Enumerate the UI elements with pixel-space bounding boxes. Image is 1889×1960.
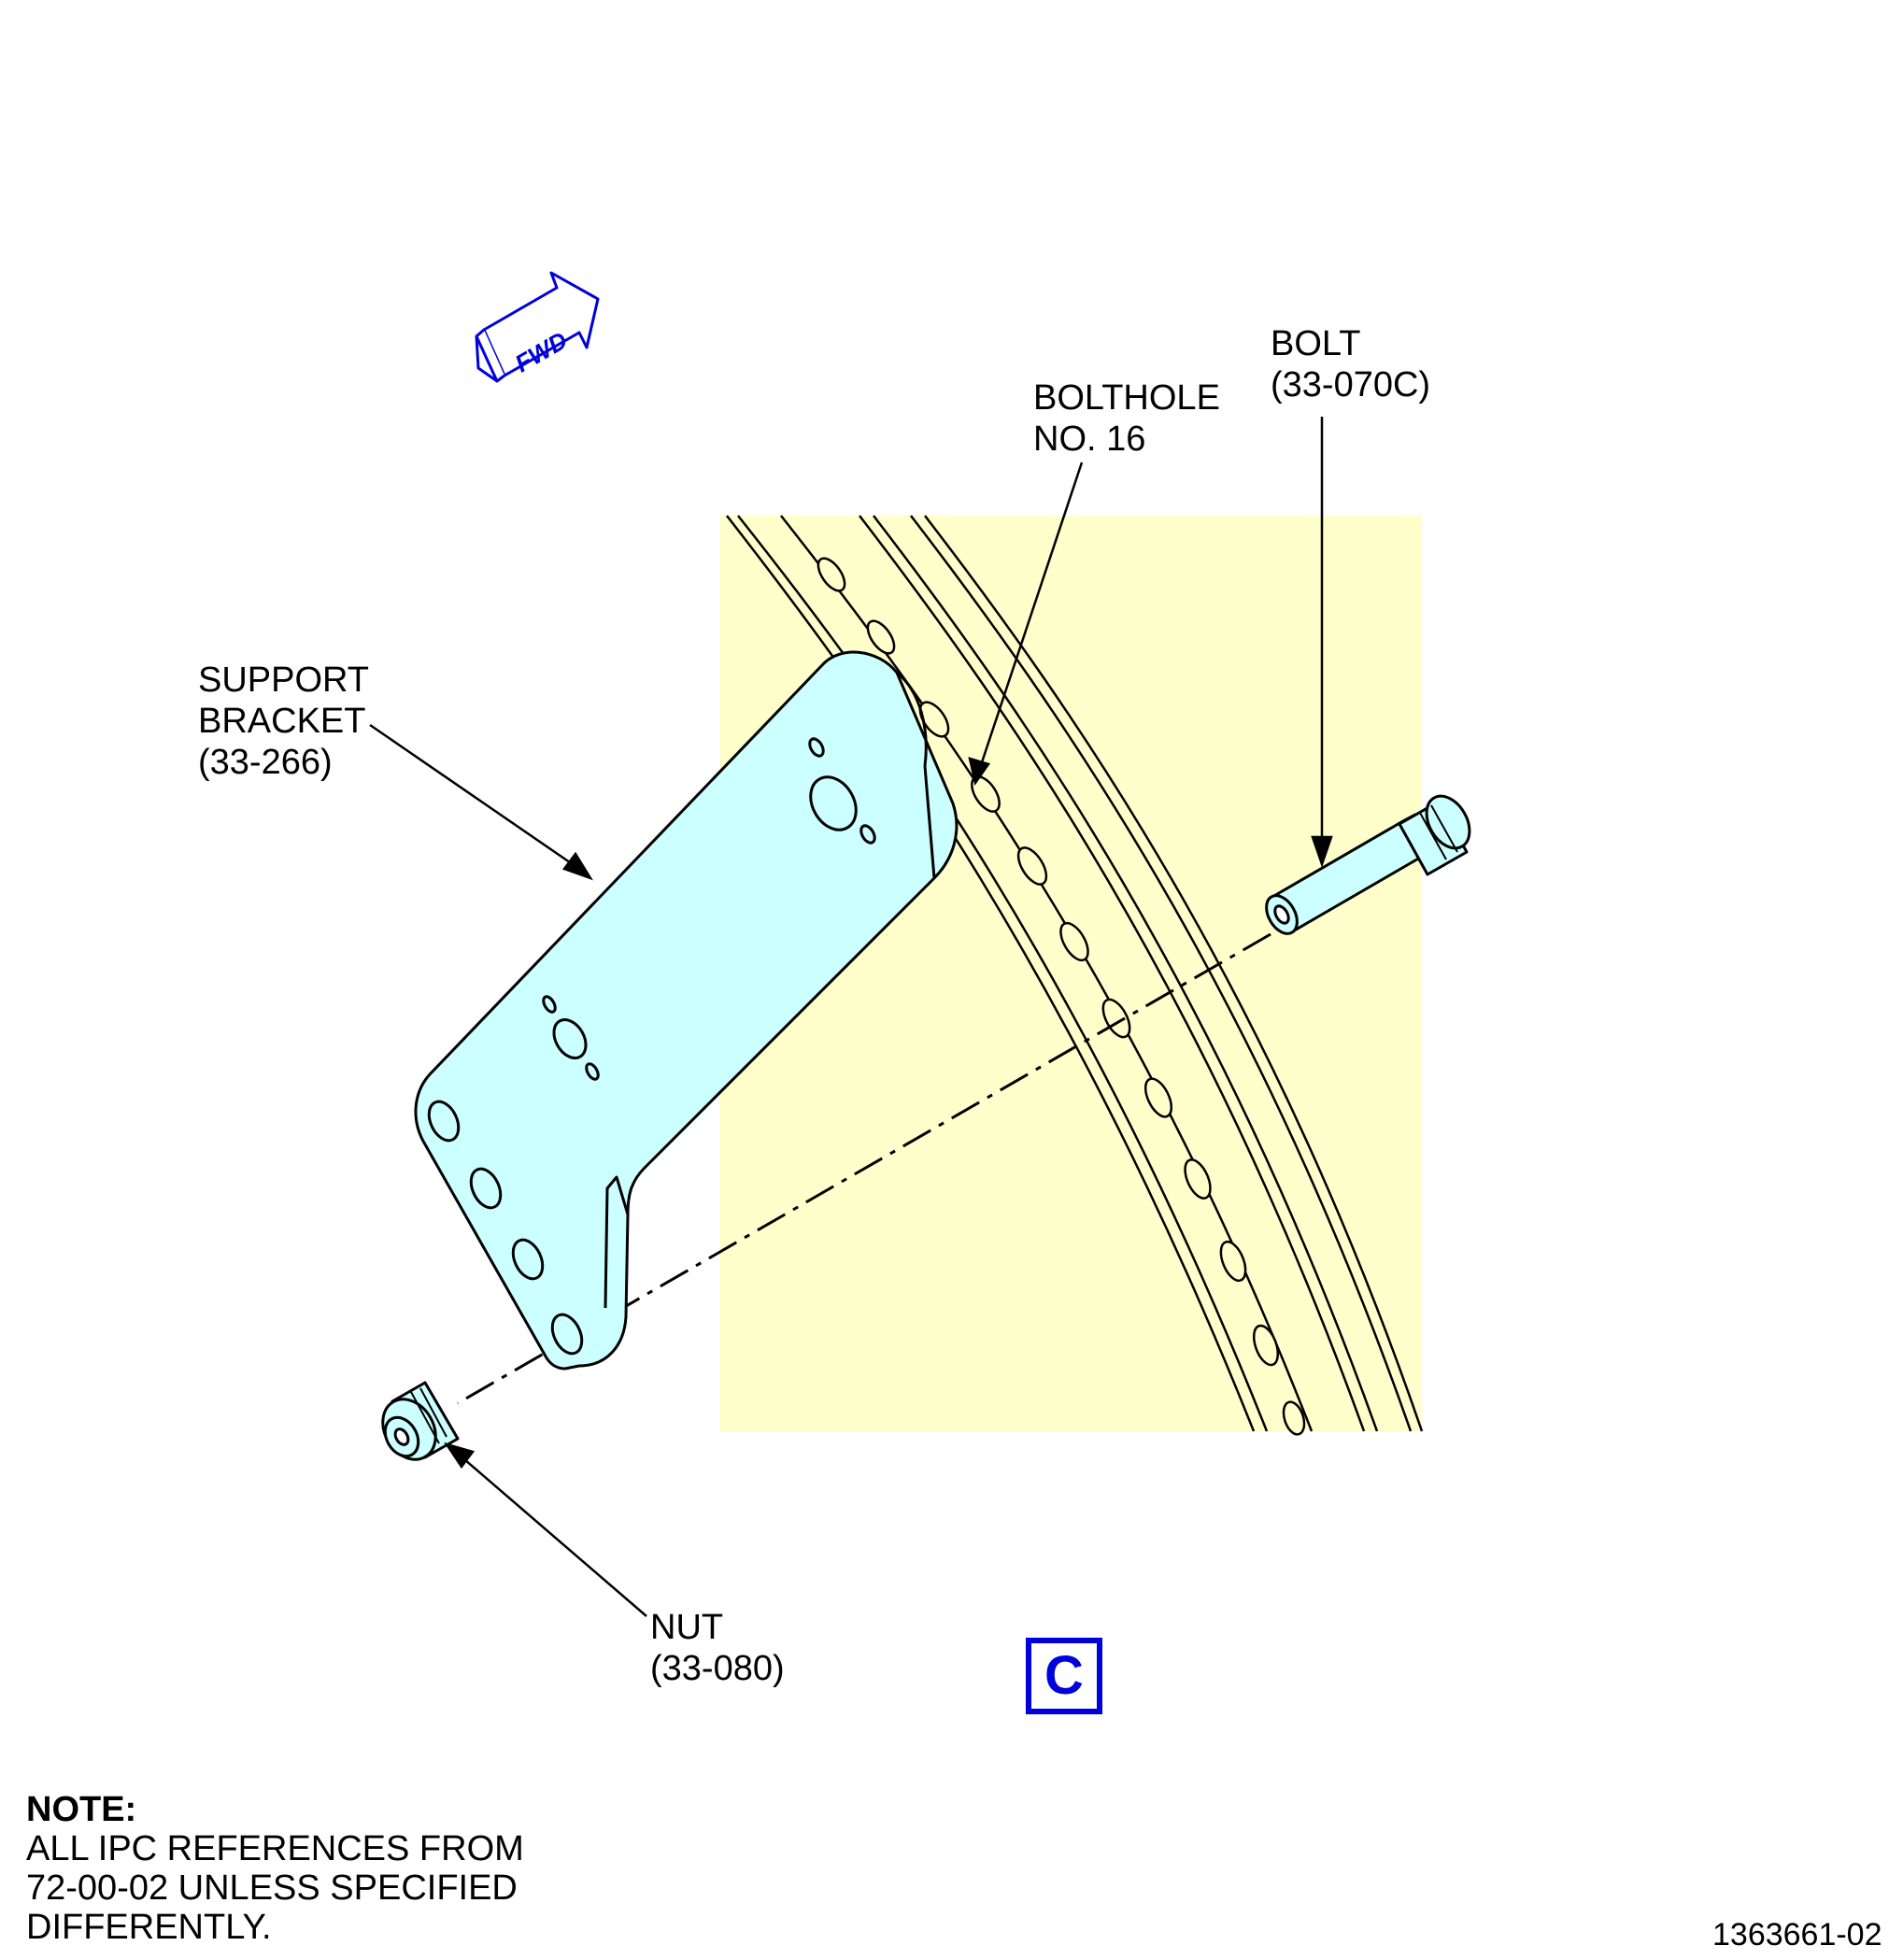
view-letter: C [1044,1645,1084,1706]
note-heading: NOTE: [26,1790,137,1829]
support-bracket-label: SUPPORT BRACKET (33-266) [198,660,369,783]
bolt-label: BOLT (33-070C) [1271,323,1430,405]
support-bracket-label-line-1: SUPPORT [198,660,370,700]
note-line-2: 72-00-02 UNLESS SPECIFIED [26,1868,518,1908]
bolt-part [1265,794,1471,935]
bolthole-label: BOLTHOLE NO. 16 [1033,377,1220,460]
support-bracket-label-line-3: (33-266) [198,743,333,782]
nut-label: NUT (33-080) [650,1607,785,1689]
support-bracket-label-line-2: BRACKET [198,702,366,741]
note-line-3: DIFFERENTLY. [26,1908,272,1947]
bolthole-label-line-1: BOLTHOLE [1033,378,1220,418]
assembly-centerline [457,932,1271,1405]
bolt-label-line-2: (33-070C) [1271,365,1431,405]
note-body: ALL IPC REFERENCES FROM 72-00-02 UNLESS … [26,1829,524,1947]
note-line-1: ALL IPC REFERENCES FROM [26,1829,524,1868]
leader-lines [369,417,1333,1617]
support-bracket-part [414,650,959,1371]
nut-label-line-1: NUT [650,1608,724,1647]
ring-boltholes [817,557,1306,1436]
fwd-arrow-icon [475,271,600,383]
nut-part [381,1381,460,1461]
nut-label-line-2: (33-080) [650,1649,785,1688]
view-letter-box: C [1026,1638,1102,1714]
bolthole-label-line-2: NO. 16 [1033,419,1146,459]
figure-number: 1363661-02 [1712,1917,1882,1953]
bolt-label-line-1: BOLT [1271,324,1361,363]
